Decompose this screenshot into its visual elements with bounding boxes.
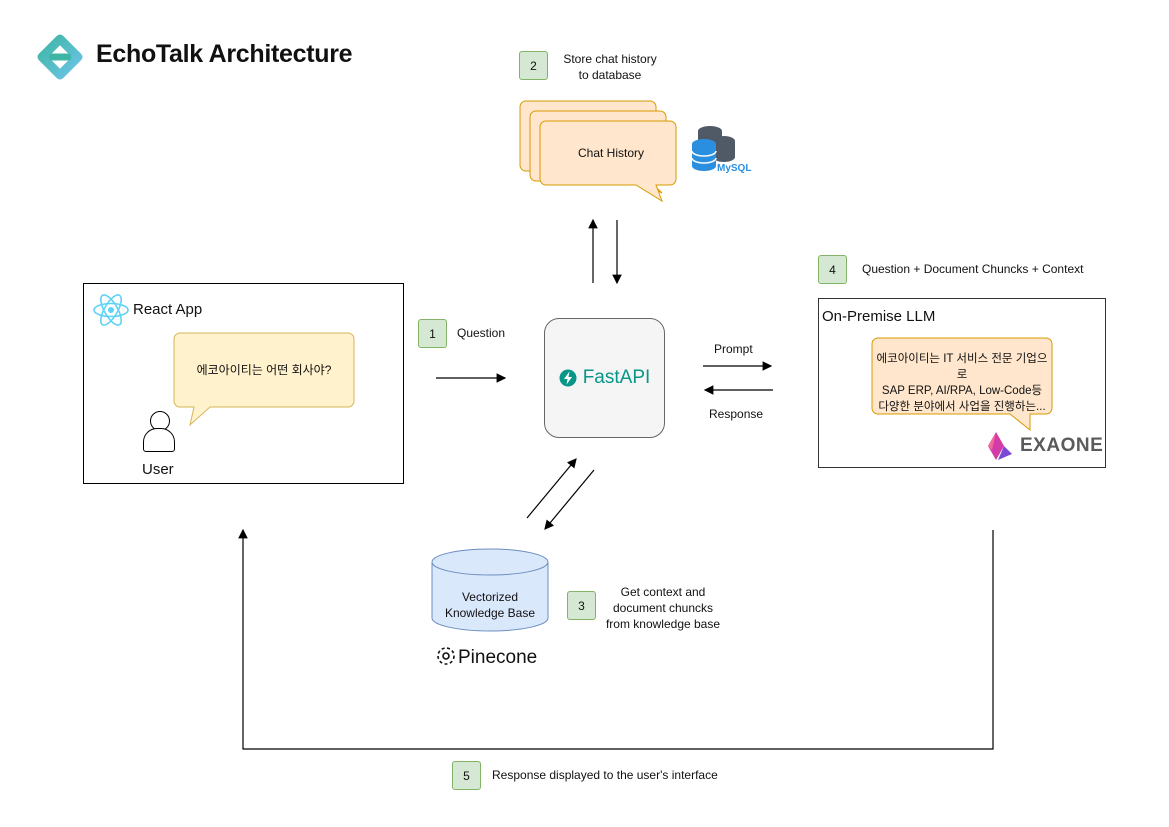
react-app-panel (83, 283, 404, 484)
step-2-badge: 2 (519, 51, 548, 80)
chat-history-label: Chat History (577, 146, 645, 160)
fastapi-bolt-icon (559, 369, 577, 387)
fastapi-label: FastAPI (582, 367, 651, 388)
arrow-kb-to-fastapi (526, 458, 577, 519)
prompt-label: Prompt (714, 342, 753, 356)
arrow-fastapi-to-kb (544, 469, 595, 530)
user-label: User (142, 461, 174, 478)
page-title: EchoTalk Architecture (96, 40, 353, 68)
step-4-badge: 4 (818, 255, 847, 284)
exaone-brand: EXAONE (1020, 435, 1104, 456)
react-app-title: React App (133, 301, 203, 318)
fastapi-node: FastAPI (544, 318, 665, 438)
llm-title: On-Premise LLM (822, 308, 936, 325)
mysql-label: MySQL (717, 163, 752, 174)
step-5-badge: 5 (452, 761, 481, 790)
response-label: Response (709, 407, 764, 421)
step-5-label: Response displayed to the user's interfa… (492, 768, 718, 782)
step-1-label: Question (457, 326, 506, 340)
user-question-text: 에코아이티는 어떤 회사야? (196, 363, 332, 377)
step-3-badge: 3 (567, 591, 596, 620)
step-4-label: Question + Document Chuncks + Context (862, 262, 1084, 276)
step-1-badge: 1 (418, 319, 447, 348)
arrow-llm-to-user (238, 528, 994, 750)
user-body-icon (143, 428, 175, 452)
pinecone-brand: Pinecone (458, 647, 538, 668)
